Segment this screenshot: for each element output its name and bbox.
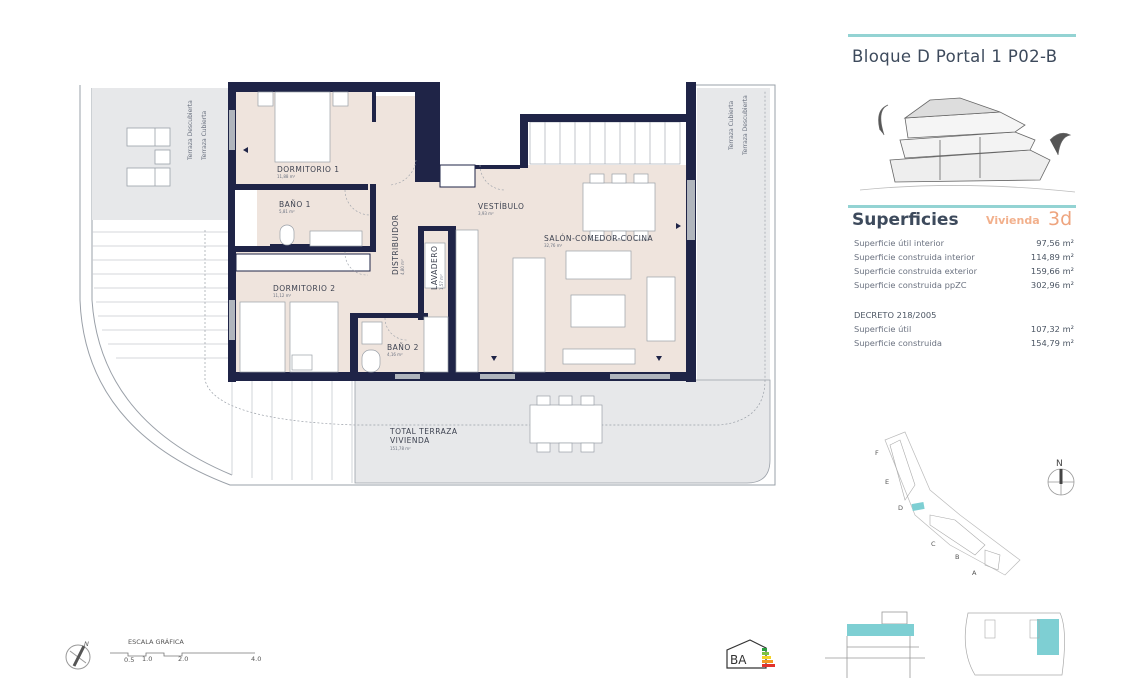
room-bano-1-area: 5,81 m²: [279, 209, 295, 214]
terrace-uncovered-label: Terraza Descubierta: [187, 100, 194, 161]
compass-icon: N: [65, 640, 91, 670]
site-block-f: F: [875, 449, 879, 457]
superficies-heading: Superficies: [852, 210, 959, 230]
north-compass-icon: N: [1047, 459, 1075, 496]
furniture: [239, 91, 676, 453]
scale-tick: 4.0: [251, 655, 261, 663]
room-bano-2: BAÑO 2: [387, 343, 419, 352]
room-salon-comedor-cocina: SALÓN-COMEDOR-COCINA: [544, 234, 654, 243]
room-lavadero-area: 1,57 m²: [439, 274, 444, 290]
room-dormitorio-2: DORMITORIO 2: [273, 284, 336, 293]
building-illustration: [859, 97, 1076, 193]
site-block-c: C: [931, 540, 936, 548]
room-vestibulo-area: 3,93 m²: [478, 211, 494, 216]
terrace-right: [697, 88, 770, 380]
room-dormitorio-1: DORMITORIO 1: [277, 165, 340, 174]
divider-mid: [848, 205, 1076, 208]
terrace-total-label: TOTAL TERRAZA: [389, 427, 458, 436]
stairs: [529, 121, 681, 165]
terrace-uncovered-label-right: Terraza Descubierta: [742, 95, 749, 156]
deck-slats: [92, 231, 353, 483]
terrace-covered-label-right: Terraza Cubierta: [728, 100, 735, 151]
room-distribuidor: DISTRIBUIDOR: [391, 215, 400, 276]
scale-tick: 2.0: [178, 655, 188, 663]
terrace-dashed-line: [204, 90, 766, 426]
vivienda-type: 3d: [1048, 208, 1073, 230]
divider-top: [848, 34, 1076, 37]
building-section-diagram: [825, 611, 925, 678]
energy-certificate-logo: BA: [726, 639, 775, 669]
room-lavadero: LAVADERO: [430, 246, 439, 290]
scale-title: ESCALA GRÁFICA: [128, 637, 184, 646]
entry-arrows: [243, 147, 681, 361]
svg-text:BA: BA: [730, 653, 747, 667]
room-vestibulo: VESTÍBULO: [478, 202, 524, 211]
site-block-b: B: [955, 553, 959, 561]
scale-bar: [110, 652, 255, 657]
room-distribuidor-area: 4,80 m²: [400, 259, 405, 275]
site-block-d: D: [898, 504, 903, 512]
floor-key-plan: [964, 612, 1065, 676]
room-bano-1: BAÑO 1: [279, 200, 311, 209]
room-salon-area: 32,76 m²: [544, 243, 563, 248]
page-title: Bloque D Portal 1 P02-B: [852, 47, 1058, 66]
scale-tick: 0.5: [124, 656, 134, 664]
site-map: F E D C B A: [875, 431, 1021, 577]
terrace-covered-label: Terraza Cubierta: [201, 110, 208, 161]
room-bano-2-area: 4,16 m²: [387, 352, 403, 357]
room-dormitorio-2-area: 11,12 m²: [273, 293, 292, 298]
terrace-total-label-2: VIVIENDA: [390, 436, 430, 445]
vivienda-label: Vivienda: [986, 214, 1040, 227]
room-dormitorio-1-area: 11,88 m²: [277, 174, 296, 179]
terrace-total-area: 151,78 m²: [390, 446, 411, 451]
sun-loungers: [126, 127, 171, 187]
svg-text:N: N: [84, 640, 89, 648]
decreto-heading: DECRETO 218/2005: [854, 310, 937, 320]
scale-tick: 1.0: [142, 655, 152, 663]
svg-text:N: N: [1056, 459, 1063, 469]
site-block-e: E: [885, 478, 889, 486]
windows: [229, 110, 695, 379]
terrace-outline: [79, 84, 776, 486]
door-swings: [344, 159, 506, 341]
site-block-a: A: [972, 569, 977, 577]
